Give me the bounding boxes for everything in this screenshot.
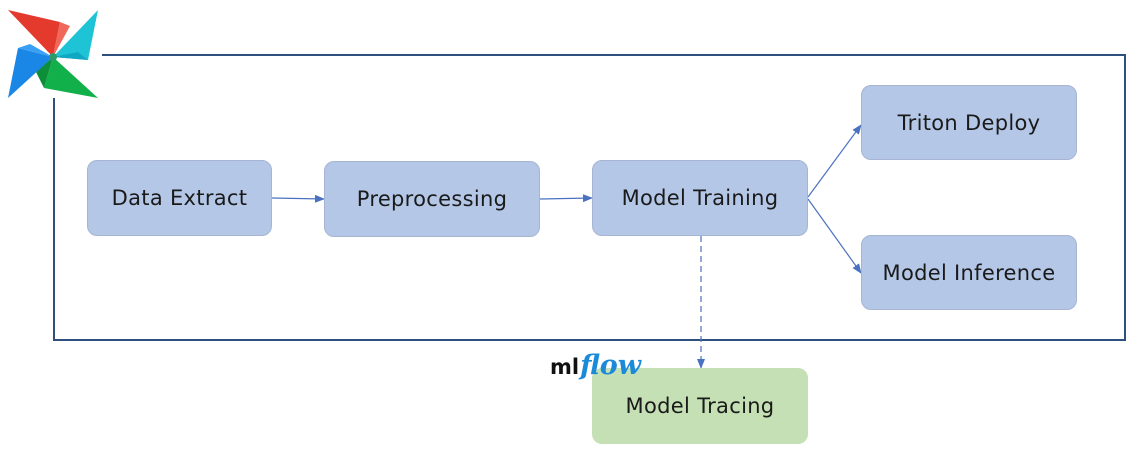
- node-triton-deploy: Triton Deploy: [861, 85, 1077, 160]
- node-data-extract-label: Data Extract: [111, 186, 248, 210]
- node-model-training-label: Model Training: [621, 186, 779, 210]
- arrow-preprocessing-to-training: [539, 194, 593, 203]
- airflow-pinwheel-icon: [8, 10, 98, 98]
- node-data-extract: Data Extract: [87, 160, 272, 236]
- node-model-inference-label: Model Inference: [882, 260, 1056, 285]
- node-model-training: Model Training: [592, 160, 808, 236]
- node-model-inference: Model Inference: [861, 235, 1077, 310]
- mlflow-logo-flow: flow: [580, 350, 641, 381]
- arrow-extract-to-preprocessing: [271, 194, 325, 203]
- arrow-training-to-inference: [807, 198, 862, 274]
- node-triton-deploy-label: Triton Deploy: [897, 110, 1041, 135]
- node-preprocessing-label: Preprocessing: [356, 187, 508, 211]
- mlflow-logo-ml: ml: [550, 355, 580, 379]
- pipeline-frame: [53, 54, 1126, 341]
- arrow-training-to-triton: [807, 124, 862, 198]
- node-preprocessing: Preprocessing: [324, 161, 540, 237]
- node-model-tracing: Model Tracing: [592, 368, 808, 444]
- node-model-tracing-label: Model Tracing: [625, 394, 775, 418]
